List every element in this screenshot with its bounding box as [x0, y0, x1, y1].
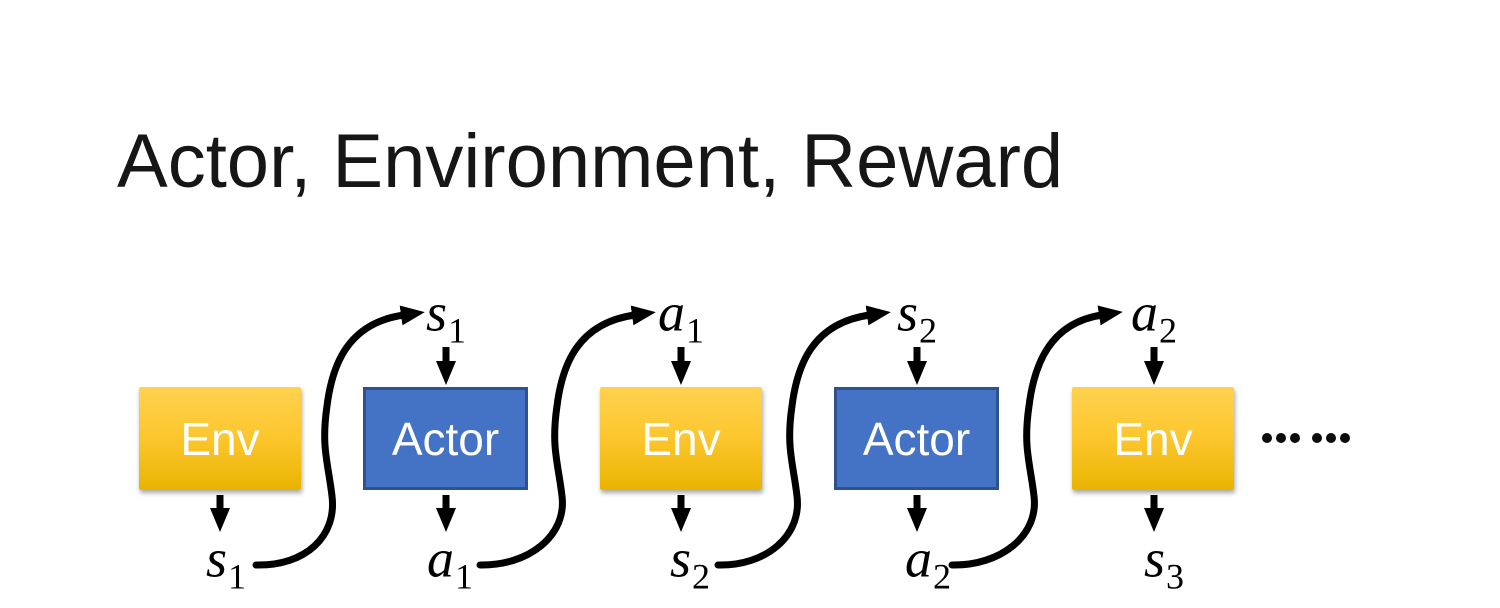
actor-box-1: Actor: [363, 387, 528, 490]
bottom-label-a2: a2: [905, 528, 951, 597]
top-label-a2: a2: [1131, 282, 1177, 351]
bottom-label-s2: s2: [669, 528, 711, 597]
ellipsis-dot: [1262, 433, 1272, 443]
env-box-3: Env: [1072, 387, 1234, 490]
bottom-label-a1: a1: [427, 528, 473, 597]
ellipsis-dot: [1340, 433, 1350, 443]
top-label-a1: a1: [658, 282, 704, 351]
env-box-3-label: Env: [1113, 412, 1193, 465]
bottom-label-s3: s3: [1143, 528, 1185, 597]
slide-title: Actor, Environment, Reward: [117, 119, 1064, 204]
ellipsis-dot: [1276, 433, 1286, 443]
ellipsis-dot: [1312, 433, 1322, 443]
ellipsis-dot: [1290, 433, 1300, 443]
env-box-2: Env: [600, 387, 762, 490]
env-box-2-label: Env: [641, 412, 721, 465]
actor-box-1-label: Actor: [391, 412, 500, 465]
actor-box-2: Actor: [834, 387, 999, 490]
env-box-1-label: Env: [180, 412, 260, 465]
env-box-1: Env: [139, 387, 301, 490]
bottom-label-s1: s1: [205, 528, 247, 597]
ellipsis-dot: [1326, 433, 1336, 443]
top-label-s2: s2: [896, 282, 938, 351]
actor-box-2-label: Actor: [862, 412, 971, 465]
ellipsis-dots: [1262, 433, 1354, 443]
top-label-s1: s1: [425, 282, 467, 351]
